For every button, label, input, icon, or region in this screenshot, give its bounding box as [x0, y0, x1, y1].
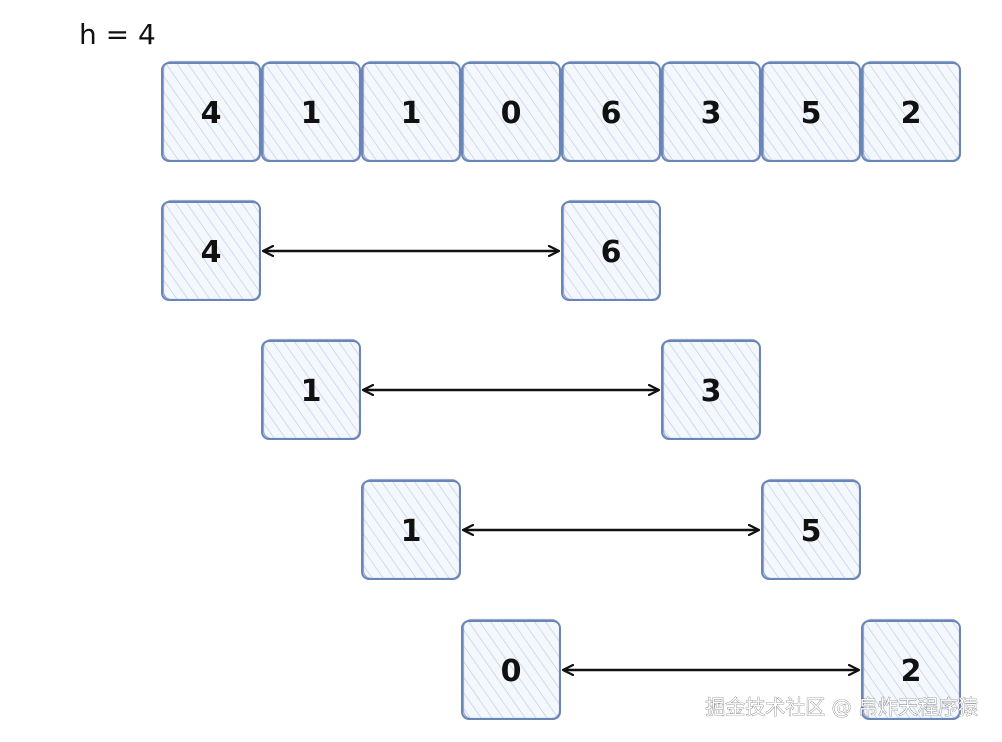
cell-value: 2: [901, 654, 922, 689]
gap-label: h = 4: [79, 18, 156, 51]
cell-box-sketch: [362, 60, 461, 162]
array-cell-7: 2: [861, 60, 961, 162]
cell-box-sketch: [862, 618, 961, 720]
pair-right-cell: 5: [761, 478, 861, 580]
cell-value: 4: [201, 96, 222, 131]
cell-box-sketch: [762, 478, 861, 580]
cell-box-sketch: [562, 60, 661, 162]
cell-value: 1: [301, 374, 322, 409]
pair-left-cell: 1: [261, 338, 361, 440]
cell-value: 6: [601, 96, 622, 131]
cell-box-sketch: [362, 478, 461, 580]
cell-box-sketch: [462, 618, 561, 720]
array-cell-0: 4: [161, 60, 261, 162]
cell-value: 4: [201, 235, 222, 270]
cell-value: 1: [401, 96, 422, 131]
cell-value: 5: [801, 514, 822, 549]
cell-value: 3: [701, 374, 722, 409]
cell-value: 1: [301, 96, 322, 131]
cell-value: 1: [401, 514, 422, 549]
cell-box-sketch: [162, 199, 261, 301]
pair-right-cell: 3: [661, 338, 761, 440]
pair-left-cell: 4: [161, 199, 261, 301]
cell-box-sketch: [162, 60, 261, 162]
array-cell-6: 5: [761, 60, 861, 162]
pair-left-cell: 0: [461, 618, 561, 720]
cell-box-sketch: [562, 199, 661, 301]
array-cell-2: 1: [361, 60, 461, 162]
cell-value: 0: [501, 96, 522, 131]
array-cell-3: 0: [461, 60, 561, 162]
cell-value: 5: [801, 96, 822, 131]
array-cell-4: 6: [561, 60, 661, 162]
cell-box-sketch: [762, 60, 861, 162]
cell-box-sketch: [262, 60, 361, 162]
pair-right-cell: 2: [861, 618, 961, 720]
cell-box-sketch: [462, 60, 561, 162]
watermark: 掘金技术社区 @ 帛炸天程序猿: [705, 695, 978, 719]
cell-value: 3: [701, 96, 722, 131]
array-cell-1: 1: [261, 60, 361, 162]
cell-box-sketch: [662, 338, 761, 440]
cell-box-sketch: [662, 60, 761, 162]
array-cell-5: 3: [661, 60, 761, 162]
cell-value: 6: [601, 235, 622, 270]
cell-box-sketch: [862, 60, 961, 162]
pair-left-cell: 1: [361, 478, 461, 580]
pair-right-cell: 6: [561, 199, 661, 301]
cell-value: 0: [501, 654, 522, 689]
array-row: 4 1 1 0 6 3 5 2: [161, 60, 961, 162]
cell-value: 2: [901, 96, 922, 131]
cell-box-sketch: [262, 338, 361, 440]
